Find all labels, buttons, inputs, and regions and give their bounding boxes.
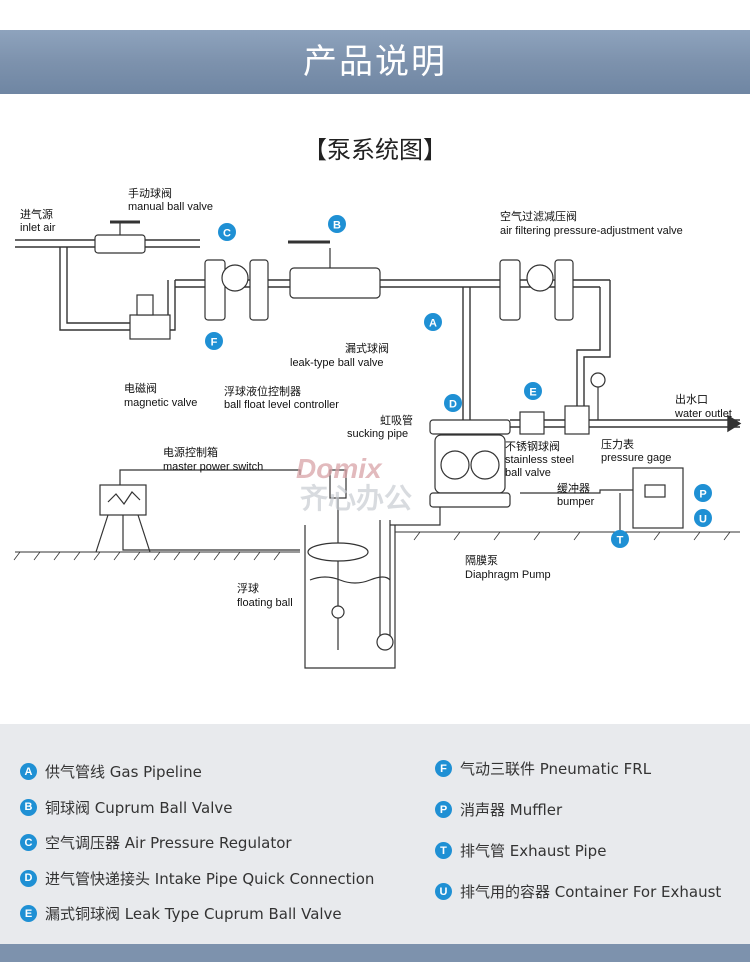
legend-badge-p: P xyxy=(435,801,452,818)
label-float-ctrl-en: ball float level controller xyxy=(224,399,339,411)
footer-bar xyxy=(0,944,750,962)
svg-text:T: T xyxy=(617,535,624,547)
svg-text:D: D xyxy=(449,399,457,411)
legend-badge-a: A xyxy=(20,763,37,781)
magnetic-valve xyxy=(129,294,171,340)
legend-text-u: 排气用的容器 Container For Exhaust xyxy=(460,883,722,901)
stainless-valve xyxy=(519,372,606,435)
frl-right xyxy=(499,259,574,321)
power-switch-box xyxy=(95,469,301,553)
marker-t: T xyxy=(611,530,629,548)
svg-text:F: F xyxy=(211,337,218,349)
label-sucking-cn: 虹吸管 xyxy=(380,413,413,427)
legend-text-d: 进气管快递接头 Intake Pipe Quick Connection xyxy=(45,869,375,888)
legend-right-column: F 气动三联件 Pneumatic FRL P 消声器 Muffler T 排气… xyxy=(435,748,721,912)
label-bumper-en: bumper xyxy=(557,496,595,508)
legend-text-p: 消声器 Muffler xyxy=(460,801,563,819)
svg-text:C: C xyxy=(223,228,231,240)
label-floatball-en: floating ball xyxy=(237,597,293,609)
legend-badge-b: B xyxy=(20,798,37,816)
legend-text-c: 空气调压器 Air Pressure Regulator xyxy=(45,834,292,853)
label-stainless-en1: stainless steel xyxy=(505,454,574,466)
legend-text-b: 铜球阀 Cuprum Ball Valve xyxy=(45,798,233,817)
liquid-tank xyxy=(304,469,441,669)
legend-left-column: A 供气管线 Gas Pipeline B 铜球阀 Cuprum Ball Va… xyxy=(20,754,374,932)
label-pressure-en: pressure gage xyxy=(601,452,671,464)
page-title: 产品说明 xyxy=(303,42,447,82)
marker-u: U xyxy=(694,509,712,527)
legend-text-f: 气动三联件 Pneumatic FRL xyxy=(460,760,652,778)
label-bumper-cn: 缓冲器 xyxy=(557,481,590,495)
svg-text:E: E xyxy=(529,387,536,399)
label-power-en: master power switch xyxy=(163,461,263,473)
svg-text:A: A xyxy=(429,318,437,330)
label-magnetic-en: magnetic valve xyxy=(124,397,197,409)
leak-type-valve xyxy=(288,240,381,299)
label-sucking-en: sucking pipe xyxy=(347,428,408,440)
label-manual-cn: 手动球阀 xyxy=(128,186,172,200)
marker-c: C xyxy=(218,223,236,241)
legend-badge-d: D xyxy=(20,869,37,887)
label-leak-en: leak-type ball valve xyxy=(290,357,384,369)
marker-b: B xyxy=(328,215,346,233)
label-airfilter-en: air filtering pressure-adjustment valve xyxy=(500,225,683,237)
diaphragm-pump xyxy=(429,419,511,508)
label-airfilter-cn: 空气过滤减压阀 xyxy=(500,209,577,223)
header-banner: 产品说明 xyxy=(0,30,750,94)
legend-badge-f: F xyxy=(435,760,452,777)
label-diaphragm-cn: 隔膜泵 xyxy=(465,554,498,567)
legend-item-d: D 进气管快递接头 Intake Pipe Quick Connection xyxy=(20,861,374,897)
pump-system-diagram: Domix 齐心办公 进气源 inlet air 手动球阀 manual bal… xyxy=(13,186,742,669)
label-leak-cn: 漏式球阀 xyxy=(345,341,389,355)
label-stainless-cn: 不锈钢球阀 xyxy=(505,439,560,453)
exhaust-container xyxy=(520,467,684,535)
marker-a: A xyxy=(424,313,442,331)
svg-text:U: U xyxy=(699,514,707,526)
legend-item-b: B 铜球阀 Cuprum Ball Valve xyxy=(20,790,374,826)
label-outlet-en: water outlet xyxy=(674,408,732,420)
marker-f: F xyxy=(205,332,223,350)
label-inlet-en: inlet air xyxy=(20,222,56,234)
frl-left xyxy=(204,259,269,321)
legend-text-e: 漏式铜球阀 Leak Type Cuprum Ball Valve xyxy=(45,905,342,924)
legend-text-t: 排气管 Exhaust Pipe xyxy=(460,842,607,860)
label-power-cn: 电源控制箱 xyxy=(163,445,218,459)
section-title: 【泵系统图】 xyxy=(303,136,447,164)
label-inlet-cn: 进气源 xyxy=(20,207,53,221)
legend-item-e: E 漏式铜球阀 Leak Type Cuprum Ball Valve xyxy=(20,896,374,932)
label-stainless-en2: ball valve xyxy=(505,467,551,479)
watermark-cn: 齐心办公 xyxy=(300,482,412,515)
legend-text-a: 供气管线 Gas Pipeline xyxy=(45,763,202,782)
manual-ball-valve xyxy=(94,220,146,254)
legend-badge-u: U xyxy=(435,883,452,900)
marker-e: E xyxy=(524,382,542,400)
label-float-ctrl-cn: 浮球液位控制器 xyxy=(224,384,301,398)
svg-text:B: B xyxy=(333,220,341,232)
watermark-brand: Domix xyxy=(296,453,383,484)
legend-item-p: P 消声器 Muffler xyxy=(435,789,721,830)
svg-text:P: P xyxy=(699,489,706,501)
outlet-pipe xyxy=(510,414,742,433)
label-magnetic-cn: 电磁阀 xyxy=(124,381,157,395)
legend-item-t: T 排气管 Exhaust Pipe xyxy=(435,830,721,871)
legend-item-a: A 供气管线 Gas Pipeline xyxy=(20,754,374,790)
label-pressure-cn: 压力表 xyxy=(601,437,634,451)
label-floatball-cn: 浮球 xyxy=(237,581,259,595)
label-diaphragm-en: Diaphragm Pump xyxy=(465,569,551,581)
legend-item-c: C 空气调压器 Air Pressure Regulator xyxy=(20,825,374,861)
label-manual-en: manual ball valve xyxy=(128,201,213,213)
legend-badge-c: C xyxy=(20,834,37,852)
marker-p: P xyxy=(694,484,712,502)
legend-badge-t: T xyxy=(435,842,452,859)
label-outlet-cn: 出水口 xyxy=(675,392,708,406)
legend-panel: A 供气管线 Gas Pipeline B 铜球阀 Cuprum Ball Va… xyxy=(0,724,750,944)
legend-item-f: F 气动三联件 Pneumatic FRL xyxy=(435,748,721,789)
legend-badge-e: E xyxy=(20,905,37,923)
ground-line xyxy=(13,531,740,561)
marker-d: D xyxy=(444,394,462,412)
legend-item-u: U 排气用的容器 Container For Exhaust xyxy=(435,871,721,912)
